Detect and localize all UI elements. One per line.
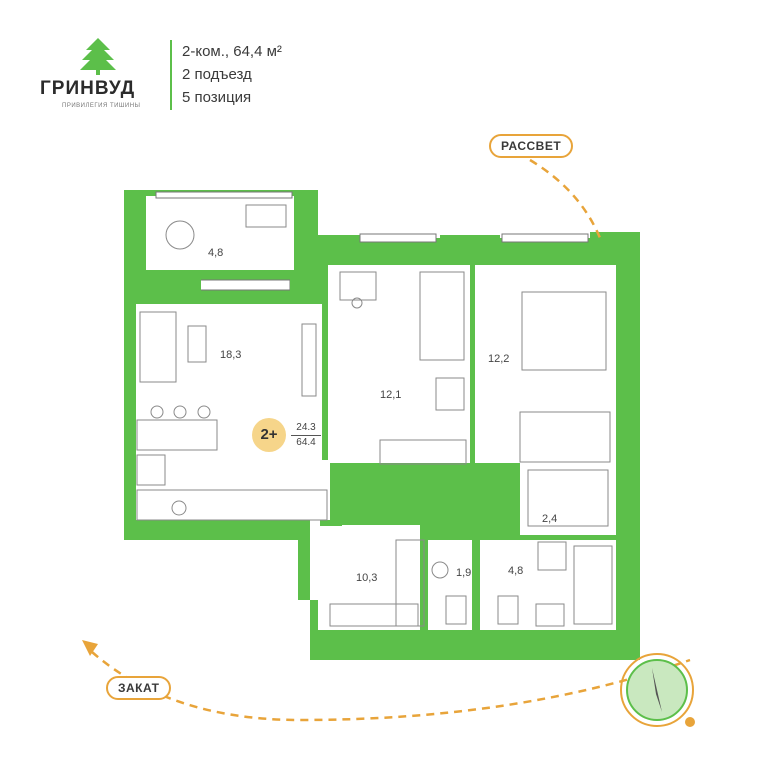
compass-needle-icon — [652, 668, 662, 712]
room-area-bedroom-small: 12,1 — [380, 389, 401, 401]
sunset-arc — [91, 651, 691, 722]
rooms-badge: 2+ — [252, 418, 286, 452]
room-area-bathroom: 4,8 — [508, 565, 523, 577]
floor-areas — [136, 196, 616, 630]
apartment-entrance: 2 подъезд — [182, 66, 252, 83]
apartment-type: 2-ком., 64,4 м² — [182, 43, 282, 60]
sunset-arrow-icon — [82, 640, 98, 656]
sunrise-label: РАССВЕТ — [489, 134, 574, 158]
header: ГРИНВУД ПРИВИЛЕГИЯ ТИШИНЫ 2-ком., 64,4 м… — [0, 0, 768, 120]
windows — [155, 191, 589, 291]
header-divider — [170, 40, 172, 110]
room-area-bedroom-large: 12,2 — [488, 353, 509, 365]
area-divider — [291, 435, 321, 436]
total-area-value: 64.4 — [296, 437, 316, 448]
sunrise-arc — [529, 158, 602, 239]
compass — [620, 653, 695, 727]
living-area-value: 24.3 — [296, 422, 316, 433]
sunset-label: ЗАКАТ — [106, 676, 172, 700]
tree-logo-icon — [80, 38, 116, 75]
room-area-wc: 1,9 — [456, 567, 471, 579]
room-area-hall: 10,3 — [356, 572, 377, 584]
apartment-info: 2-ком., 64,4 м² 2 подъезд 5 позиция — [182, 40, 282, 109]
furniture — [136, 204, 613, 627]
room-area-wardrobe: 2,4 — [542, 513, 557, 525]
brand-tagline: ПРИВИЛЕГИЯ ТИШИНЫ — [62, 103, 141, 109]
room-area-balcony: 4,8 — [208, 247, 223, 259]
sun-icon — [685, 717, 695, 727]
area-badge: 24.3 64.4 — [291, 422, 321, 449]
apartment-position: 5 позиция — [182, 89, 252, 106]
room-area-kitchen: 18,3 — [220, 349, 241, 361]
brand-name: ГРИНВУД — [40, 78, 136, 99]
